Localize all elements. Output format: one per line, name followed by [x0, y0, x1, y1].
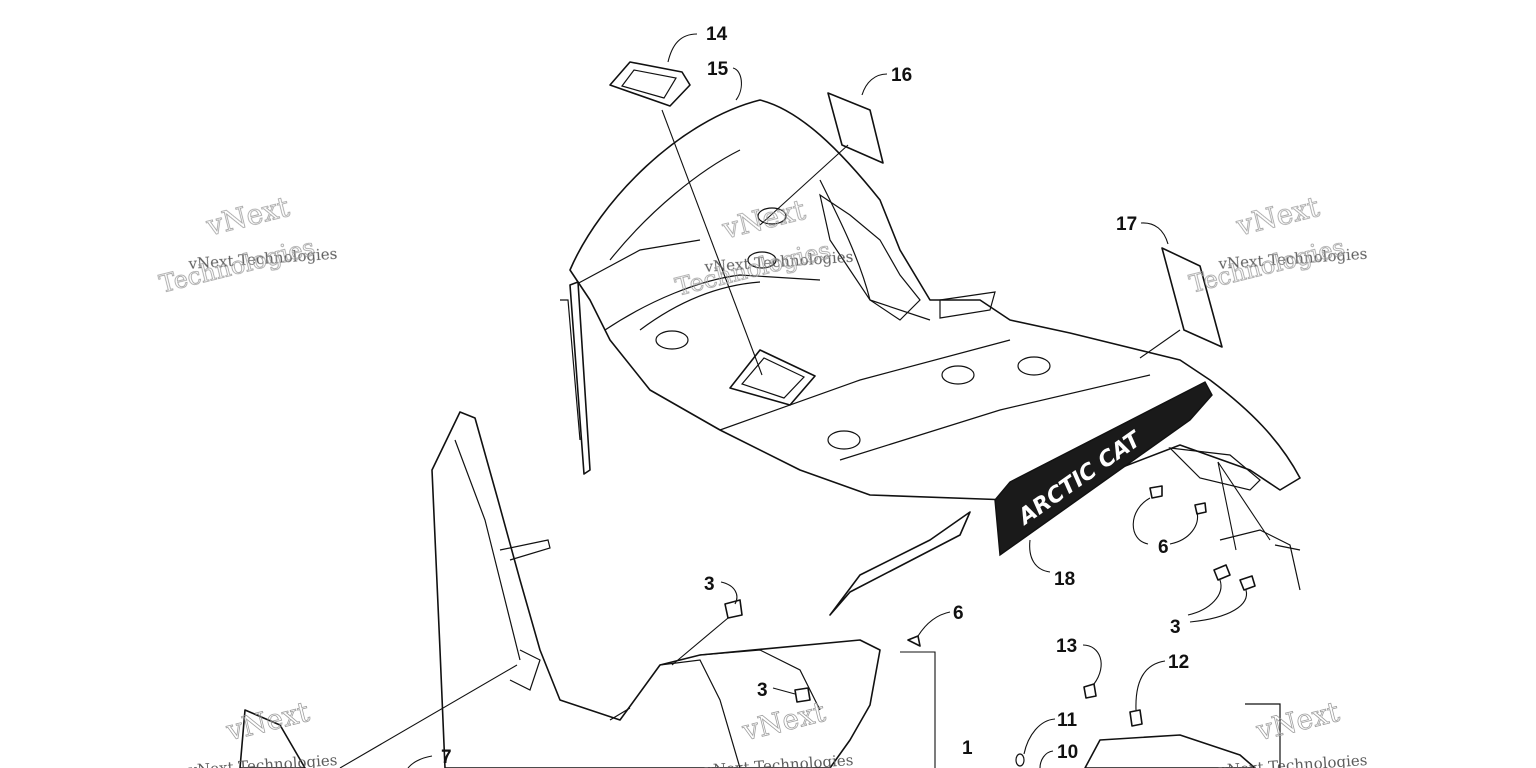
watermark-3: vNext vNext Technologies Technologies — [1186, 189, 1368, 299]
watermark-1: vNext vNext Technologies Technologies — [156, 189, 338, 299]
svg-text:vNext: vNext — [202, 190, 293, 243]
leader-lines — [339, 33, 1271, 768]
callout-3a: 3 — [704, 574, 715, 595]
callout-11: 11 — [1057, 710, 1078, 731]
headlight-assembly — [1084, 703, 1281, 768]
logo-emblem — [609, 61, 691, 107]
callouts: 14 15 16 17 18 6 6 3 3 3 13 12 11 10 1 7 — [441, 24, 1189, 768]
decal-17 — [1161, 247, 1223, 348]
fasteners — [724, 485, 1256, 767]
front-fascia — [239, 411, 881, 768]
callout-3b: 3 — [757, 680, 768, 701]
callout-1: 1 — [962, 738, 973, 759]
callout-7: 7 — [441, 747, 452, 768]
watermark-4: vNext vNext Technologies — [187, 694, 338, 768]
callout-6b: 6 — [953, 603, 964, 624]
callout-13: 13 — [1056, 636, 1077, 657]
callout-6a: 6 — [1158, 537, 1169, 558]
callout-18: 18 — [1054, 569, 1075, 590]
callout-16: 16 — [891, 65, 912, 86]
front-rack-body — [560, 99, 1301, 616]
svg-text:vNext: vNext — [1252, 695, 1343, 748]
callout-3c: 3 — [1170, 617, 1181, 638]
callout-10: 10 — [1057, 742, 1078, 763]
callout-12: 12 — [1168, 652, 1189, 673]
callout-14: 14 — [706, 24, 728, 45]
callout-15: 15 — [707, 59, 729, 80]
svg-text:Technologies: Technologies — [157, 233, 318, 299]
svg-text:vNext: vNext — [1232, 190, 1323, 243]
fender-bracket — [1168, 447, 1301, 591]
callout-17: 17 — [1116, 214, 1137, 235]
svg-text:vNext Technologies: vNext Technologies — [1217, 751, 1368, 768]
svg-text:Technologies: Technologies — [1187, 233, 1348, 299]
decal-16 — [827, 92, 884, 164]
